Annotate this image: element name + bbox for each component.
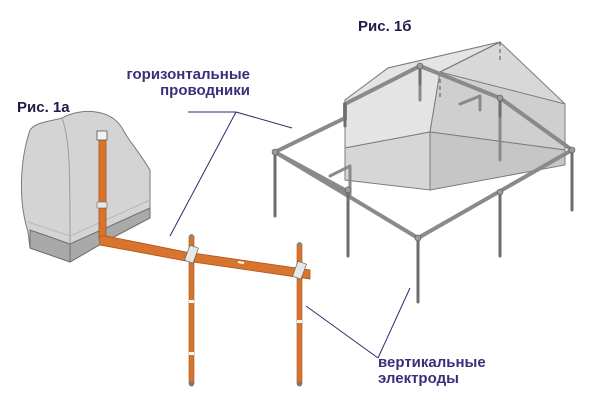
vertical-label-line-2: электроды [378,370,459,387]
loop-joints-1b [271,62,576,242]
house-1b [344,41,566,191]
horizontal-label-line-1: горизонтальные [126,66,250,83]
horizontal-label-line-2: проводники [160,82,250,99]
wall-foundation-1a [20,110,151,263]
figure-1b-label: Рис. 1б [358,18,412,35]
vertical-electrodes-label: вертикальные электроды [378,355,518,387]
vertical-label-line-1: вертикальные [378,354,486,371]
vertical-electrodes-1a [184,234,307,387]
leader-lines [169,111,411,359]
steel-ground-loop-1b [273,63,574,241]
horizontal-conductors-label: горизонтальные проводники [114,67,250,99]
copper-conductor-1a [96,130,311,280]
steel-electrodes-1b [273,64,574,304]
figure-1a-label: Рис. 1а [17,99,70,116]
